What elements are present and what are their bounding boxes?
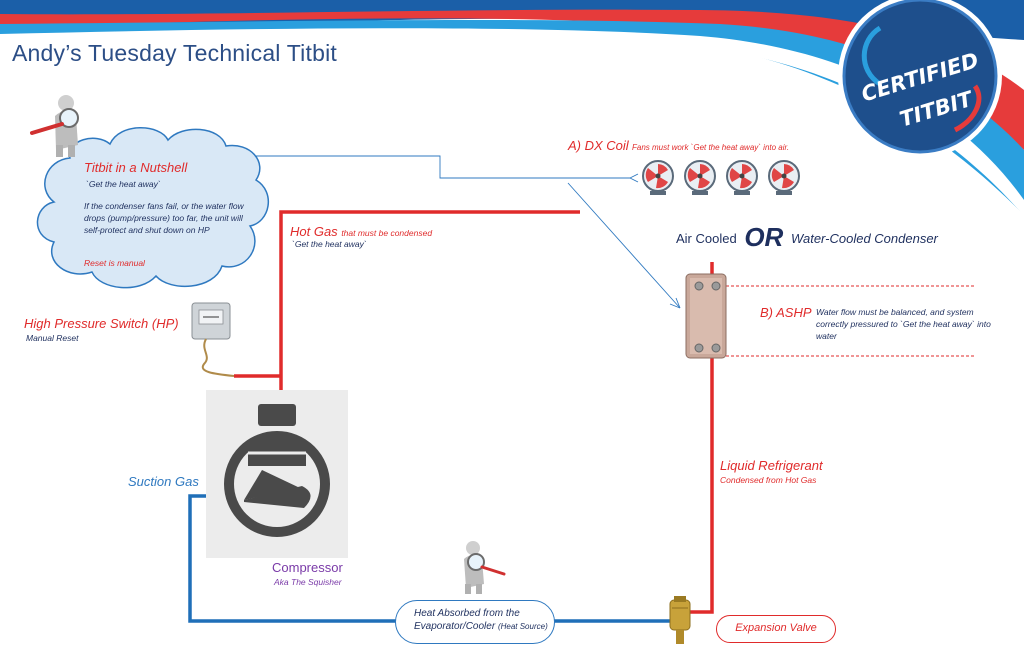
suction-gas-label: Suction Gas [128, 474, 199, 489]
nutshell-subtitle: `Get the heat away` [86, 179, 161, 189]
hot-gas-label: Hot Gas that must be condensed [290, 224, 432, 239]
nutshell-body: If the condenser fans fail, or the water… [84, 201, 244, 235]
liquid-line [690, 350, 714, 614]
compressor-icon [206, 390, 348, 558]
dx-coil-label: A) DX Coil [568, 138, 629, 153]
fan-icon [642, 160, 674, 195]
hp-switch-label: High Pressure Switch (HP) [24, 316, 179, 331]
evaporator-line2: Evaporator/Cooler (Heat Source) [414, 621, 548, 632]
header-banner [0, 0, 1024, 216]
ashp-note: Water flow must be balanced, and system … [816, 307, 991, 341]
liquid-refrigerant-label: Liquid Refrigerant [720, 458, 823, 473]
water-cooled-label: Water-Cooled Condenser [790, 231, 938, 246]
hot-gas-note: `Get the heat away` [292, 239, 367, 249]
condenser-heading: Air Cooled OR Water-Cooled Condenser [676, 222, 938, 253]
evaporator-line1: Heat Absorbed from the [414, 608, 520, 619]
magnifier-figure-icon [30, 95, 79, 157]
liquid-refrigerant-note: Condensed from Hot Gas [720, 475, 817, 485]
certified-titbit-badge: CERTIFIED TITBIT [838, 0, 1002, 158]
expansion-valve-icon [669, 596, 691, 644]
fan-icon [726, 160, 758, 195]
compressor-note: Aka The Squisher [274, 577, 342, 587]
dx-coil-note: Fans must work `Get the heat away` into … [632, 143, 790, 152]
fan-icon [768, 160, 800, 195]
air-cooled-label: Air Cooled [676, 231, 737, 246]
page-title: Andy’s Tuesday Technical Titbit [12, 40, 337, 66]
pressure-switch-icon [191, 302, 235, 377]
hot-gas-title: Hot Gas [290, 224, 338, 239]
hot-gas-suffix: that must be condensed [341, 228, 433, 238]
nutshell-cloud [36, 127, 270, 289]
or-label: OR [744, 222, 784, 252]
magnifier-figure-icon [464, 541, 506, 594]
hp-switch-note: Manual Reset [26, 333, 79, 343]
hot-gas-line [279, 210, 580, 398]
heat-source-label: (Heat Source) [497, 622, 548, 631]
plate-heat-exchanger-icon [685, 273, 727, 359]
pointer-lines [256, 155, 681, 309]
ashp-water-lines [726, 285, 974, 357]
nutshell-title: Titbit in a Nutshell [84, 160, 188, 175]
expansion-valve-callout: Expansion Valve [716, 615, 836, 643]
compressor-label: Compressor [272, 560, 343, 575]
nutshell-reset: Reset is manual [84, 258, 145, 268]
evaporator-callout: Heat Absorbed from the Evaporator/Cooler… [395, 600, 555, 644]
ashp-label: B) ASHP [760, 305, 812, 320]
dx-coil-fans [642, 160, 800, 195]
fan-icon [684, 160, 716, 195]
